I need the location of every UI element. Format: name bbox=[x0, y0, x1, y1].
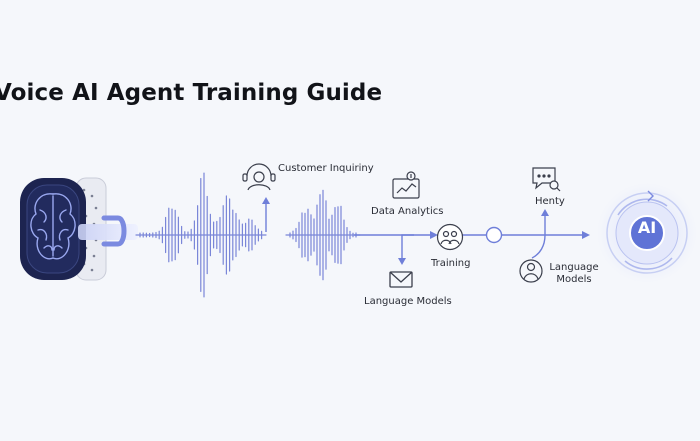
waveform-input bbox=[135, 172, 267, 298]
arrow-up-customer bbox=[262, 197, 270, 232]
ai-badge bbox=[597, 183, 697, 283]
branch-language-models-right bbox=[531, 234, 546, 259]
user-headset-icon bbox=[242, 163, 276, 191]
label-language-models-left: Language Models bbox=[364, 296, 452, 307]
chart-document-icon bbox=[392, 171, 420, 199]
junction-node bbox=[485, 226, 503, 244]
waveform-processed bbox=[285, 189, 361, 281]
arrow-down-language-models bbox=[398, 234, 414, 265]
label-training: Training bbox=[431, 258, 471, 269]
main-flow-line bbox=[354, 231, 590, 239]
person-circle-icon bbox=[519, 259, 543, 283]
label-henty: Henty bbox=[535, 196, 565, 207]
label-data-analytics: Data Analytics bbox=[371, 206, 444, 217]
audio-emitter bbox=[78, 215, 138, 247]
arrow-up-henty bbox=[541, 209, 549, 235]
label-language-models-right: Language Models bbox=[549, 262, 599, 285]
page-title: Voice AI Agent Training Guide bbox=[0, 80, 383, 106]
ai-badge-label: AI bbox=[637, 218, 657, 237]
envelope-icon bbox=[389, 271, 413, 288]
label-customer-inquiry: Customer Inquiriny bbox=[278, 163, 374, 174]
team-icon bbox=[436, 223, 464, 251]
chat-bubble-icon bbox=[532, 167, 561, 192]
